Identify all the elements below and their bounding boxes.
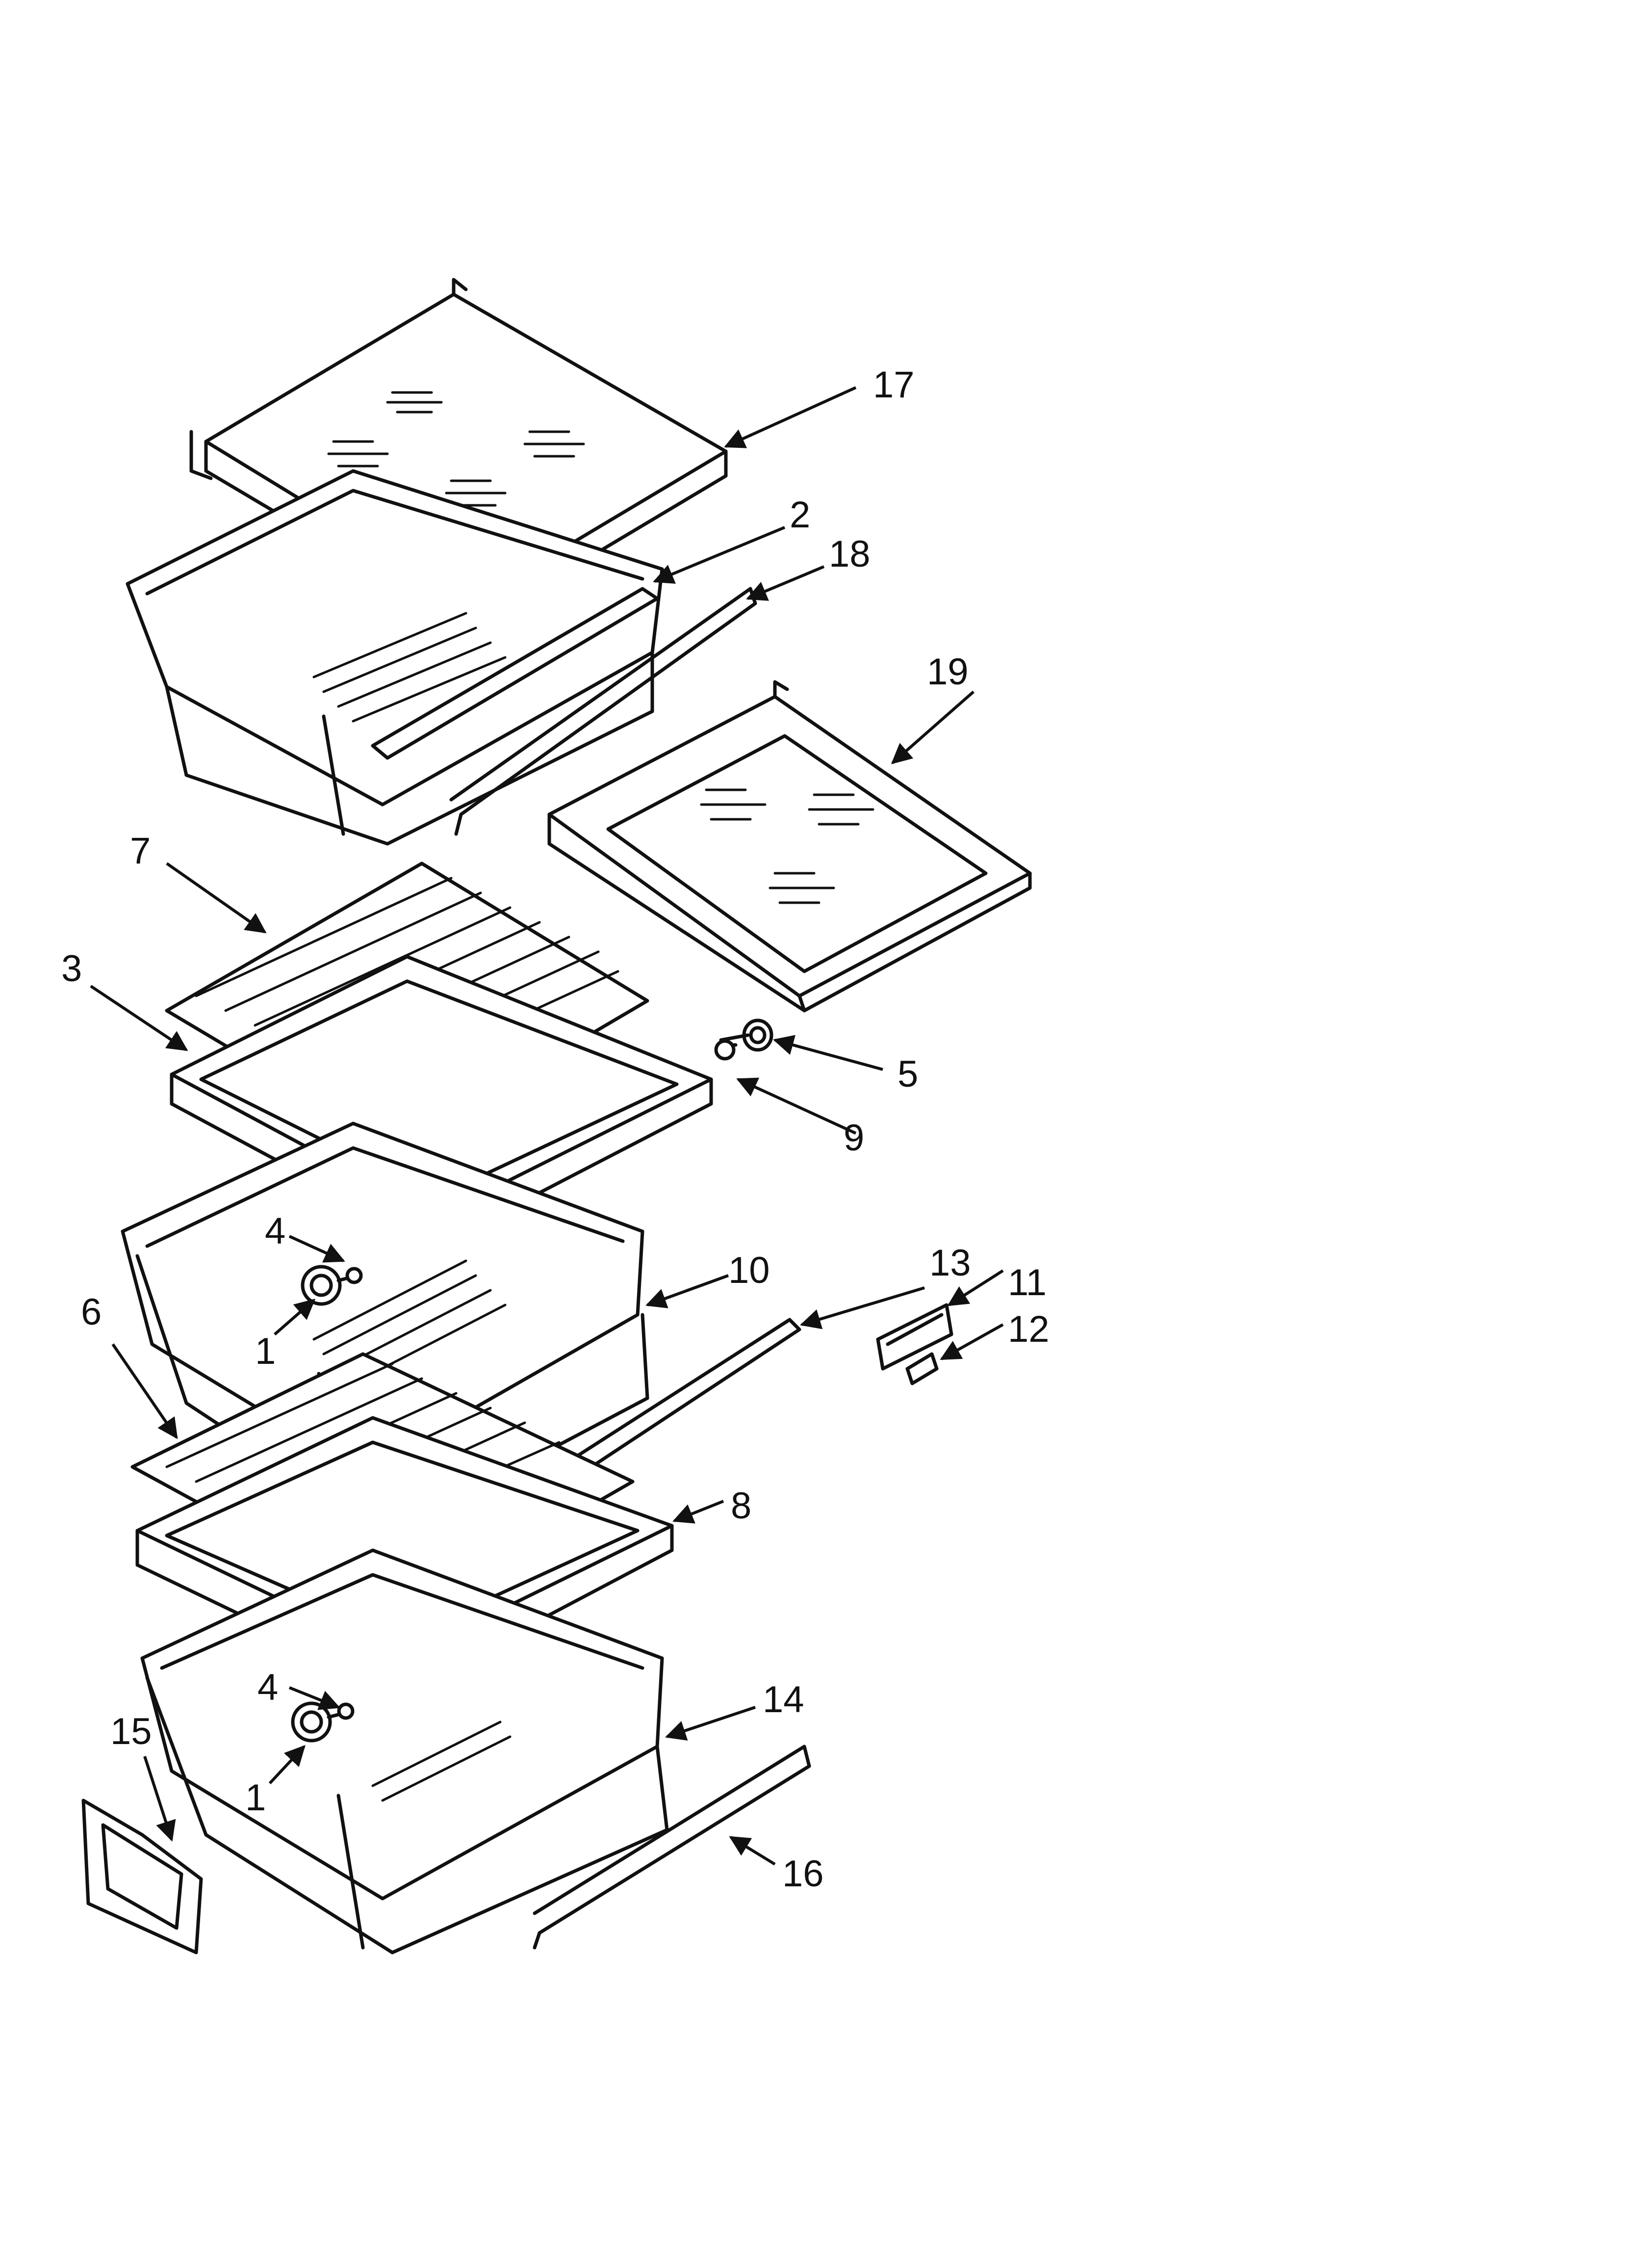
part-15-label <box>81 1799 203 1955</box>
part-19-shelf <box>547 680 1032 1013</box>
callout-1-lower: 1 <box>245 1777 266 1819</box>
leader-lines <box>90 386 1004 1866</box>
part-5-9-fasteners <box>714 1018 773 1061</box>
callout-14: 14 <box>763 1679 804 1721</box>
callout-15: 15 <box>110 1711 152 1752</box>
callout-19: 19 <box>927 651 969 693</box>
callout-3: 3 <box>61 948 82 990</box>
part-11-12-bracket <box>876 1303 953 1385</box>
part-14-lower-pan <box>140 1548 669 1955</box>
part-16-trim <box>533 1745 811 1950</box>
callout-12: 12 <box>1008 1308 1050 1350</box>
callout-2: 2 <box>790 494 810 536</box>
callout-8: 8 <box>731 1485 751 1527</box>
callout-7: 7 <box>130 830 151 872</box>
callout-18: 18 <box>829 533 871 575</box>
callout-10: 10 <box>728 1250 770 1291</box>
callout-1-upper: 1 <box>255 1330 276 1372</box>
callout-6: 6 <box>81 1291 102 1333</box>
callout-13: 13 <box>929 1242 971 1284</box>
callout-labels: 17 2 18 19 7 3 5 9 4 1 10 13 11 12 6 8 4… <box>61 364 1050 1895</box>
callout-16: 16 <box>782 1853 824 1895</box>
callout-4-lower: 4 <box>257 1667 278 1708</box>
callout-11: 11 <box>1008 1262 1047 1303</box>
callout-5: 5 <box>898 1053 918 1095</box>
part-1-4-rollers-upper <box>301 1265 363 1306</box>
upper-crisper-pan <box>126 469 664 846</box>
callout-17: 17 <box>873 364 915 406</box>
callout-9: 9 <box>844 1117 864 1159</box>
part-2-handle <box>371 587 659 760</box>
part-1-4-rollers-lower <box>291 1701 355 1743</box>
callout-4-upper: 4 <box>265 1210 285 1252</box>
